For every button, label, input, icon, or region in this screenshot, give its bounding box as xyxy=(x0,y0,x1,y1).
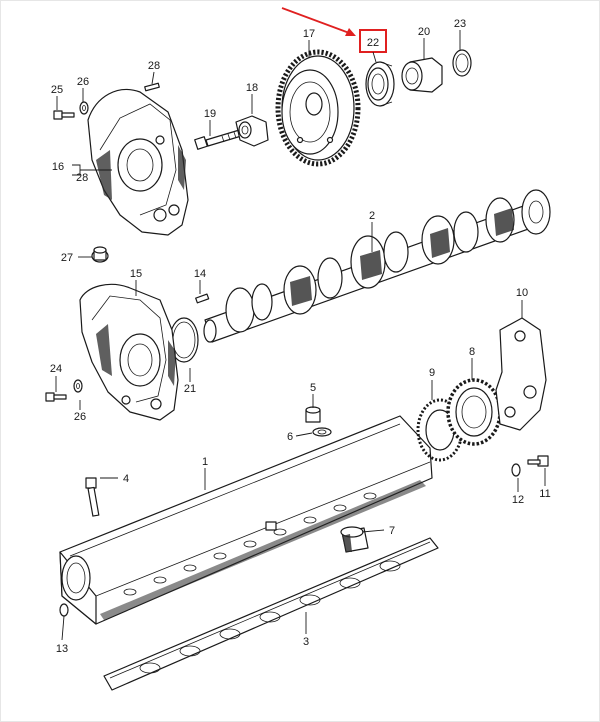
label-16: 16 xyxy=(52,161,64,173)
label-23: 23 xyxy=(454,18,466,30)
label-5: 5 xyxy=(310,382,316,394)
label-1: 1 xyxy=(202,456,208,468)
label-2: 2 xyxy=(369,210,375,222)
label-21: 21 xyxy=(184,383,196,395)
label-26-lower: 26 xyxy=(74,411,86,423)
label-22: 22 xyxy=(367,37,379,49)
part-lower-cover-15 xyxy=(79,283,179,421)
part-plug-27 xyxy=(91,246,109,263)
label-25: 25 xyxy=(51,84,63,96)
part-housing-1 xyxy=(59,415,433,625)
part-bolt-25 xyxy=(53,110,75,120)
part-washer-6 xyxy=(312,427,332,437)
label-7: 7 xyxy=(389,525,395,537)
part-bushing-7 xyxy=(340,526,369,553)
part-washer-13 xyxy=(59,603,69,617)
label-9: 9 xyxy=(429,367,435,379)
label-17: 17 xyxy=(303,28,315,40)
label-6: 6 xyxy=(287,431,293,443)
label-24: 24 xyxy=(50,363,62,375)
part-sprocket-17 xyxy=(275,49,361,167)
label-10: 10 xyxy=(516,287,528,299)
label-11: 11 xyxy=(539,488,550,500)
label-4: 4 xyxy=(123,473,129,485)
arrow-head-icon xyxy=(345,28,356,36)
label-28-sub: 28 xyxy=(76,172,88,184)
label-27: 27 xyxy=(61,252,73,264)
part-washer-26a xyxy=(79,101,89,115)
housing-bolt-holes xyxy=(123,492,377,596)
label-12: 12 xyxy=(512,494,524,506)
part-bolt-24 xyxy=(45,392,67,402)
gasket-holes xyxy=(139,560,401,674)
part-gasket-3 xyxy=(103,537,439,691)
label-28: 28 xyxy=(148,60,160,72)
label-19: 19 xyxy=(204,108,216,120)
part-bolt-4 xyxy=(85,477,100,517)
leader-lines xyxy=(55,30,546,641)
part-pin-14 xyxy=(195,293,210,304)
label-26: 26 xyxy=(77,76,89,88)
label-3: 3 xyxy=(303,636,309,648)
label-18: 18 xyxy=(246,82,258,94)
label-8: 8 xyxy=(469,346,475,358)
part-labels: 25 26 28 16 28 27 19 18 17 20 23 2 14 15… xyxy=(50,18,551,655)
part-flange-8 xyxy=(446,378,502,446)
highlight-callout: 22 xyxy=(281,7,387,53)
part-plug-5 xyxy=(305,406,321,423)
part-camshaft-2 xyxy=(203,189,551,343)
part-pin-28 xyxy=(144,82,160,92)
label-15: 15 xyxy=(130,268,142,280)
part-upper-cover xyxy=(87,88,189,236)
part-bracket-10 xyxy=(495,317,547,431)
part-oring-23 xyxy=(452,49,472,77)
label-14: 14 xyxy=(194,268,206,280)
part-seal-22 xyxy=(365,61,395,107)
part-bushing-20 xyxy=(401,57,443,93)
label-20: 20 xyxy=(418,26,430,38)
part-washer-26b xyxy=(73,379,83,393)
part-nut-18 xyxy=(235,115,269,147)
label-13: 13 xyxy=(56,643,68,655)
part-bolt-11 xyxy=(527,455,549,467)
part-washer-12 xyxy=(511,463,521,477)
